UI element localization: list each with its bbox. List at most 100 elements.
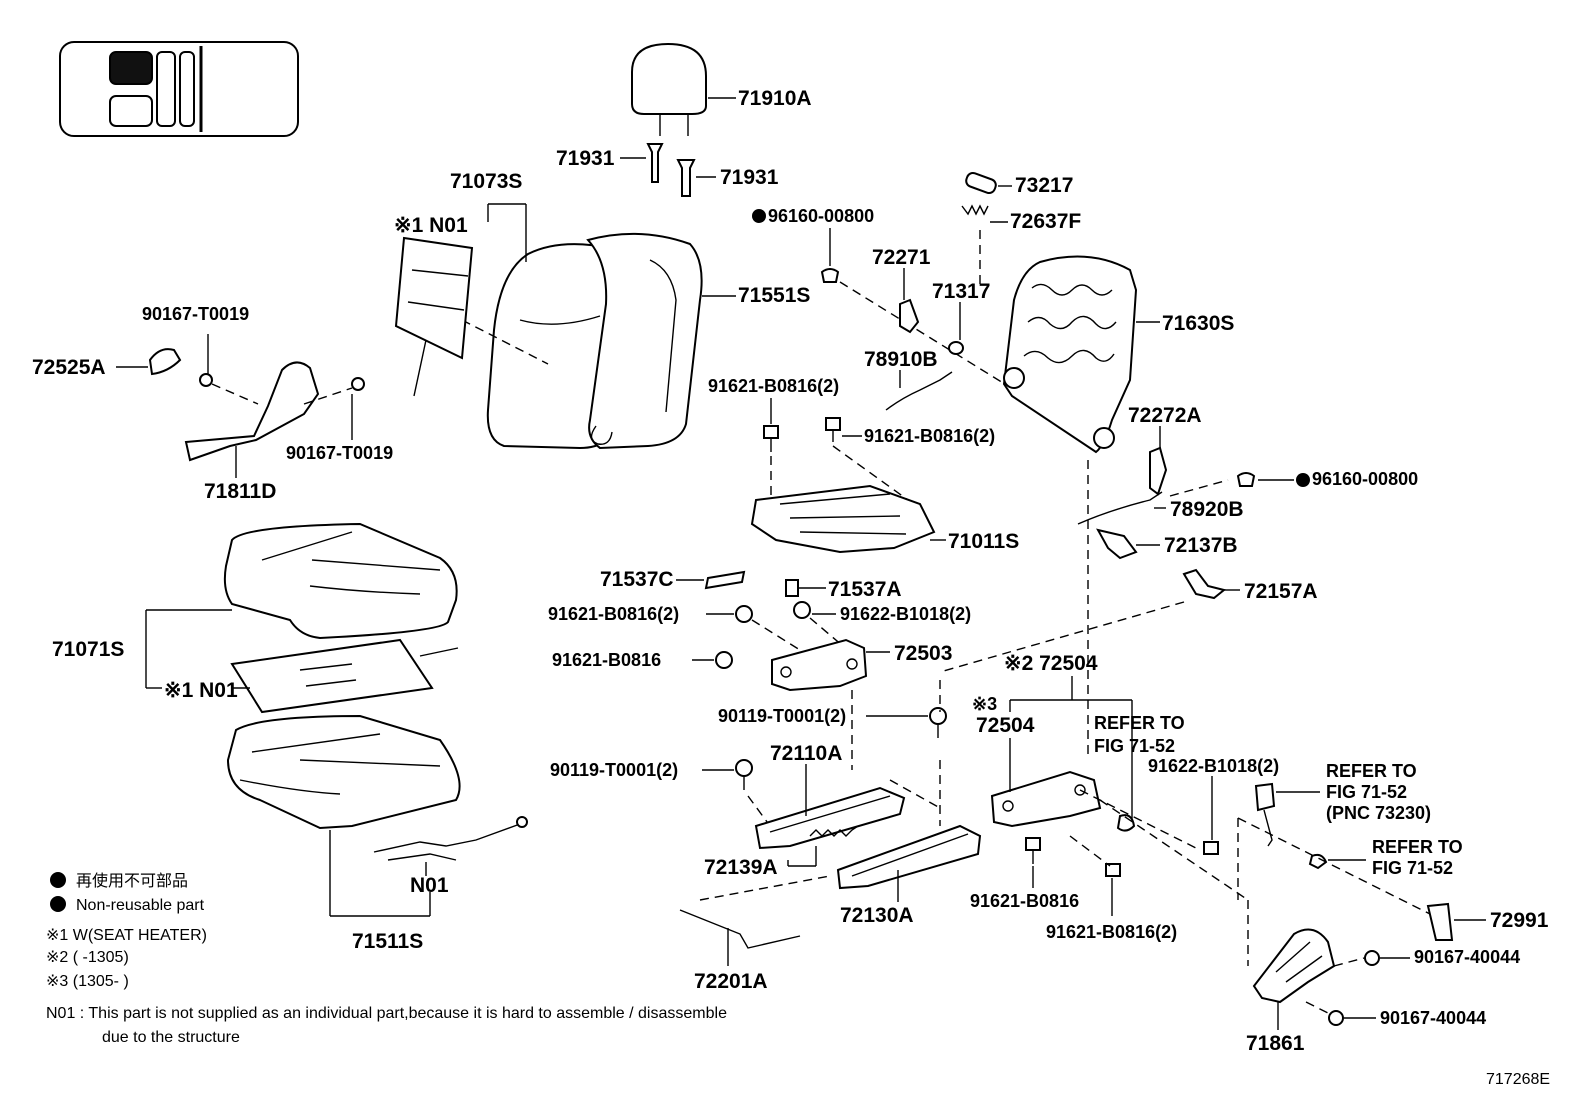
label-adjuster: 72503 (894, 642, 952, 665)
label-clip-upper: 90167-T0019 (142, 304, 249, 324)
lever-part-lower (939, 426, 1294, 673)
lever-part-upper (885, 268, 964, 411)
headrest-part (631, 42, 736, 136)
side-shield-part (184, 334, 365, 478)
label-screw-a: 90119-T0001(2) (718, 706, 846, 726)
label-seat-cover: 71071S (52, 638, 124, 661)
label-cushion-frame: 71011S (948, 530, 1019, 553)
seat-position-key-icon (59, 41, 299, 137)
label-back-pad: 71551S (738, 284, 810, 307)
adjuster-mechanism-part (771, 638, 890, 770)
label-refer1-line1: REFER TO (1094, 713, 1185, 733)
bracket-part (1426, 902, 1486, 941)
adjuster-part-b (990, 738, 1136, 832)
label-rail-b: 72130A (840, 904, 914, 927)
label-bracket: 72991 (1490, 909, 1549, 932)
label-bolt-a: 91621-B0816(2) (708, 376, 839, 396)
label-seat-pad: 71511S (352, 930, 423, 953)
label-adjuster-3: 72504 (976, 714, 1035, 737)
side-cover-part (1247, 900, 1410, 1030)
nut-part-upper (820, 228, 1009, 387)
label-rail-a: 72110A (770, 742, 842, 765)
spring-part (961, 204, 1008, 286)
bolt-parts-upper (763, 398, 909, 506)
label-refer2-line2: FIG 71-52 (1326, 782, 1407, 802)
label-side-cover: 71861 (1246, 1032, 1305, 1055)
pad-parts (676, 570, 826, 597)
label-bush: 71317 (932, 280, 990, 303)
pin-part (965, 171, 1012, 195)
label-nut-upper: 96160-00800 (768, 206, 874, 226)
seatback-frame-part (1002, 255, 1160, 754)
label-seat-heater: ※1 N01 (164, 679, 238, 702)
seat-rail-part-b (836, 760, 982, 902)
wire-part (679, 875, 831, 966)
label-cover-a: 72157A (1244, 580, 1318, 603)
label-refer3-line1: REFER TO (1372, 837, 1463, 857)
legend-item-jp: 再使用不可部品 (76, 872, 188, 890)
seatback-cover-part (486, 232, 703, 450)
label-headrest: 71910A (738, 87, 812, 110)
label-bolt-d: 91622-B1018(2) (840, 604, 971, 624)
label-guide-right: 71931 (720, 166, 779, 189)
label-screw-b: 90119-T0001(2) (550, 760, 678, 780)
label-adjuster-2: ※2 72504 (1004, 652, 1098, 675)
legend-note-1: ※1 W(SEAT HEATER) (46, 927, 207, 944)
headrest-guide-parts (620, 143, 716, 197)
back-heater-part (394, 236, 474, 397)
label-bolt-h: 91621-B0816(2) (1046, 922, 1177, 942)
label-guide-left: 71931 (556, 147, 615, 170)
harness-part (373, 816, 528, 876)
legend-note-3: ※3 (1305- ) (46, 973, 129, 990)
legend: 再使用不可部品 Non-reusable part ※1 W(SEAT HEAT… (46, 872, 727, 1046)
non-reusable-marker (1296, 473, 1310, 487)
seat-cushion-pad-part (226, 714, 461, 917)
label-pin: 73217 (1015, 174, 1073, 197)
seat-rail-part-a (754, 764, 906, 867)
legend-n01-line1: N01 : This part is not supplied as an in… (46, 1005, 727, 1022)
label-screw-d: 90167-40044 (1380, 1008, 1486, 1028)
bolt-parts-lower (1025, 776, 1249, 916)
label-wire: 72201A (694, 970, 768, 993)
label-refer2-line3: (PNC 73230) (1326, 803, 1431, 823)
legend-item-en: Non-reusable part (76, 897, 205, 914)
buckle-part (1237, 782, 1431, 915)
label-pad-c: 71537C (600, 568, 674, 591)
label-screw-c: 90167-40044 (1414, 947, 1520, 967)
label-back-heater: ※1 N01 (394, 214, 468, 237)
label-bolt-g: 91621-B0816 (970, 891, 1079, 911)
label-shield: 71811D (204, 480, 276, 503)
cushion-frame-part (750, 484, 946, 554)
label-back-frame: 71630S (1162, 312, 1234, 335)
non-reusable-bullet-icon (50, 896, 66, 912)
label-spring: 72637F (1010, 210, 1081, 233)
label-cable-upper: 78910B (864, 348, 938, 371)
label-bolt-b: 91621-B0816(2) (864, 426, 995, 446)
label-nut-lower: 96160-00800 (1312, 469, 1418, 489)
label-lever-lower: 72272A (1128, 404, 1202, 427)
label-knob: 72525A (32, 356, 106, 379)
seat-cushion-cover-part (223, 522, 458, 640)
screw-parts (702, 680, 947, 827)
non-reusable-marker (752, 209, 766, 223)
label-refer3-line2: FIG 71-52 (1372, 858, 1453, 878)
legend-note-2: ※2 ( -1305) (46, 949, 129, 966)
label-adjuster-3-mark: ※3 (972, 694, 997, 714)
label-pad-a: 71537A (828, 578, 902, 601)
label-bolt-e: 91621-B0816 (552, 650, 661, 670)
label-spring-b: 72139A (704, 856, 778, 879)
label-bolt-c: 91621-B0816(2) (548, 604, 679, 624)
diagram-code: 717268E (1486, 1071, 1550, 1088)
label-heater-n01: N01 (410, 874, 449, 897)
label-bolt-f: 91622-B1018(2) (1148, 756, 1279, 776)
label-clip-lower: 90167-T0019 (286, 443, 393, 463)
recliner-knob-part (116, 348, 182, 376)
legend-n01-line2: due to the structure (102, 1029, 240, 1046)
label-cable-lower: 78920B (1170, 498, 1244, 521)
label-back-cover: 71073S (450, 170, 522, 193)
label-cover-b: 72137B (1164, 534, 1238, 557)
non-reusable-bullet-icon (50, 872, 66, 888)
label-refer2-line1: REFER TO (1326, 761, 1417, 781)
seat-heater-part (230, 638, 459, 714)
